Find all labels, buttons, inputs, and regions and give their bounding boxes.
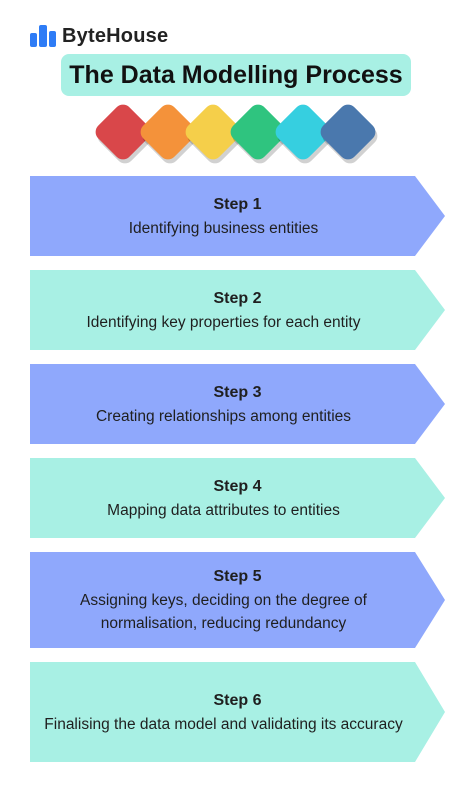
decorative-tile <box>320 104 376 160</box>
process-step: Step 2 Identifying key properties for ea… <box>30 270 445 350</box>
decorative-tile <box>95 104 151 160</box>
decorative-tile <box>275 104 331 160</box>
process-step: Step 1 Identifying business entities <box>30 176 445 256</box>
brand-name: ByteHouse <box>62 24 169 47</box>
step-title: Step 5 <box>213 568 262 585</box>
decorative-tile <box>185 104 241 160</box>
decorative-tile <box>230 104 286 160</box>
step-title: Step 3 <box>213 383 262 401</box>
step-description: Mapping data attributes to entities <box>107 501 340 519</box>
process-step: Step 3 Creating relationships among enti… <box>30 364 445 444</box>
bytehouse-logo-icon <box>30 25 56 47</box>
process-step: Step 4 Mapping data attributes to entiti… <box>30 458 445 538</box>
step-description: Identifying key properties for each enti… <box>86 313 361 331</box>
page-title: The Data Modelling Process <box>61 54 411 96</box>
brand-logo: ByteHouse <box>30 22 168 50</box>
process-step: Step 6 Finalising the data model and val… <box>30 662 445 762</box>
step-description: Assigning keys, deciding on the degree o… <box>80 592 367 632</box>
step-description: Identifying business entities <box>128 219 319 237</box>
decorative-tile <box>140 104 196 160</box>
step-description: Finalising the data model and validating… <box>44 715 403 733</box>
step-description: Creating relationships among entities <box>95 407 352 425</box>
step-title: Step 4 <box>213 477 262 495</box>
step-title: Step 6 <box>213 691 262 709</box>
step-title: Step 1 <box>213 195 262 213</box>
step-title: Step 2 <box>213 289 262 307</box>
process-step: Step 5 Assigning keys, deciding on the d… <box>30 552 445 648</box>
decorative-tiles <box>95 104 378 164</box>
